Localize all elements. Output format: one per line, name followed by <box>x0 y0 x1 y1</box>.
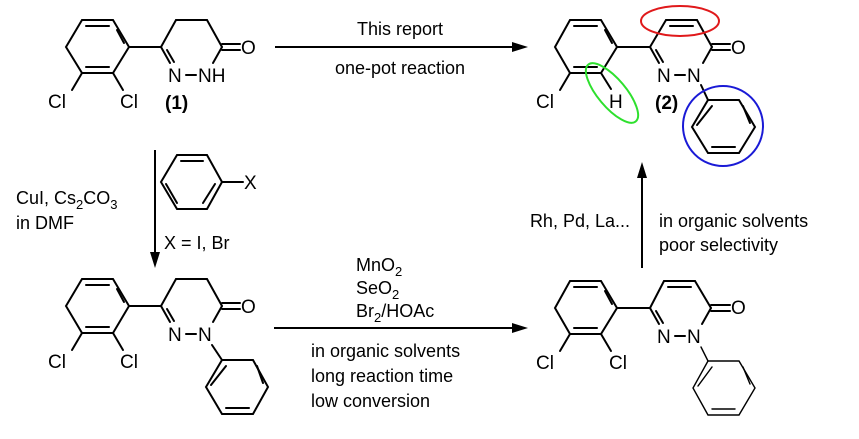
middle-reagent-seo2: SeO2 <box>356 278 399 302</box>
compound-label-1: (1) <box>165 93 188 114</box>
blue-highlight-circle <box>682 85 764 167</box>
chlorine-atom: Cl <box>536 92 554 113</box>
oxygen-atom: O <box>241 297 256 318</box>
chlorophenyl-ring <box>553 19 619 74</box>
right-arrow-catalysts: Rh, Pd, La... <box>530 211 630 231</box>
right-up-arrow <box>637 162 647 268</box>
hydrogen-atom: H <box>609 92 623 113</box>
nh-group: NH <box>198 66 225 87</box>
halogen-x: X <box>244 173 257 194</box>
dihydropyridazinone-ring <box>160 19 223 76</box>
nitrogen-atom: N <box>687 66 701 87</box>
left-arrow-reagents-line2: in DMF <box>16 213 74 233</box>
left-down-arrow <box>150 150 160 268</box>
compound-label-2: (2) <box>655 93 678 114</box>
aryl-halide: X <box>159 154 257 210</box>
green-highlight-ellipse <box>584 62 640 124</box>
aryl-halide-note: X = I, Br <box>164 233 230 253</box>
middle-condition: long reaction time <box>311 366 453 386</box>
top-arrow-label-below: one-pot reaction <box>335 58 465 78</box>
red-highlight-ellipse <box>640 5 720 37</box>
nitrogen-atom: N <box>657 327 671 348</box>
nitrogen-atom: N <box>687 327 701 348</box>
right-arrow-condition: poor selectivity <box>659 235 778 255</box>
intermediate-aromatic: Cl Cl N N O <box>536 280 756 416</box>
chlorine-atom: Cl <box>609 353 627 374</box>
nitrogen-atom: N <box>198 325 212 346</box>
middle-reagent-mno2: MnO2 <box>356 255 402 279</box>
middle-condition: in organic solvents <box>311 341 460 361</box>
chlorine-atom: Cl <box>48 352 66 373</box>
n-phenyl-ring <box>690 99 757 154</box>
oxygen-atom: O <box>241 38 256 59</box>
chlorine-atom: Cl <box>120 352 138 373</box>
oxygen-atom: O <box>731 38 746 59</box>
oxygen-atom: O <box>731 298 746 319</box>
intermediate-dihydro: Cl Cl N N O <box>48 278 270 415</box>
right-arrow-condition: in organic solvents <box>659 211 808 231</box>
compound-2: Cl H N N O (2) <box>536 5 764 167</box>
dichlorophenyl-ring <box>64 19 131 74</box>
middle-condition: low conversion <box>311 391 430 411</box>
chlorine-atom: Cl <box>536 353 554 374</box>
chlorine-atom: Cl <box>48 92 66 113</box>
chlorine-atom: Cl <box>120 92 138 113</box>
nitrogen-atom: N <box>657 66 671 87</box>
top-arrow-label-above: This report <box>357 19 443 39</box>
compound-1: Cl Cl N NH O (1) <box>48 19 256 114</box>
nitrogen-atom: N <box>168 66 182 87</box>
nitrogen-atom: N <box>168 325 182 346</box>
left-arrow-reagents-line1: CuI, Cs2CO3 <box>16 188 117 212</box>
middle-reaction-arrow <box>274 323 528 333</box>
middle-reagent-br2: Br2/HOAc <box>356 301 434 325</box>
top-reaction-arrow <box>275 42 528 52</box>
